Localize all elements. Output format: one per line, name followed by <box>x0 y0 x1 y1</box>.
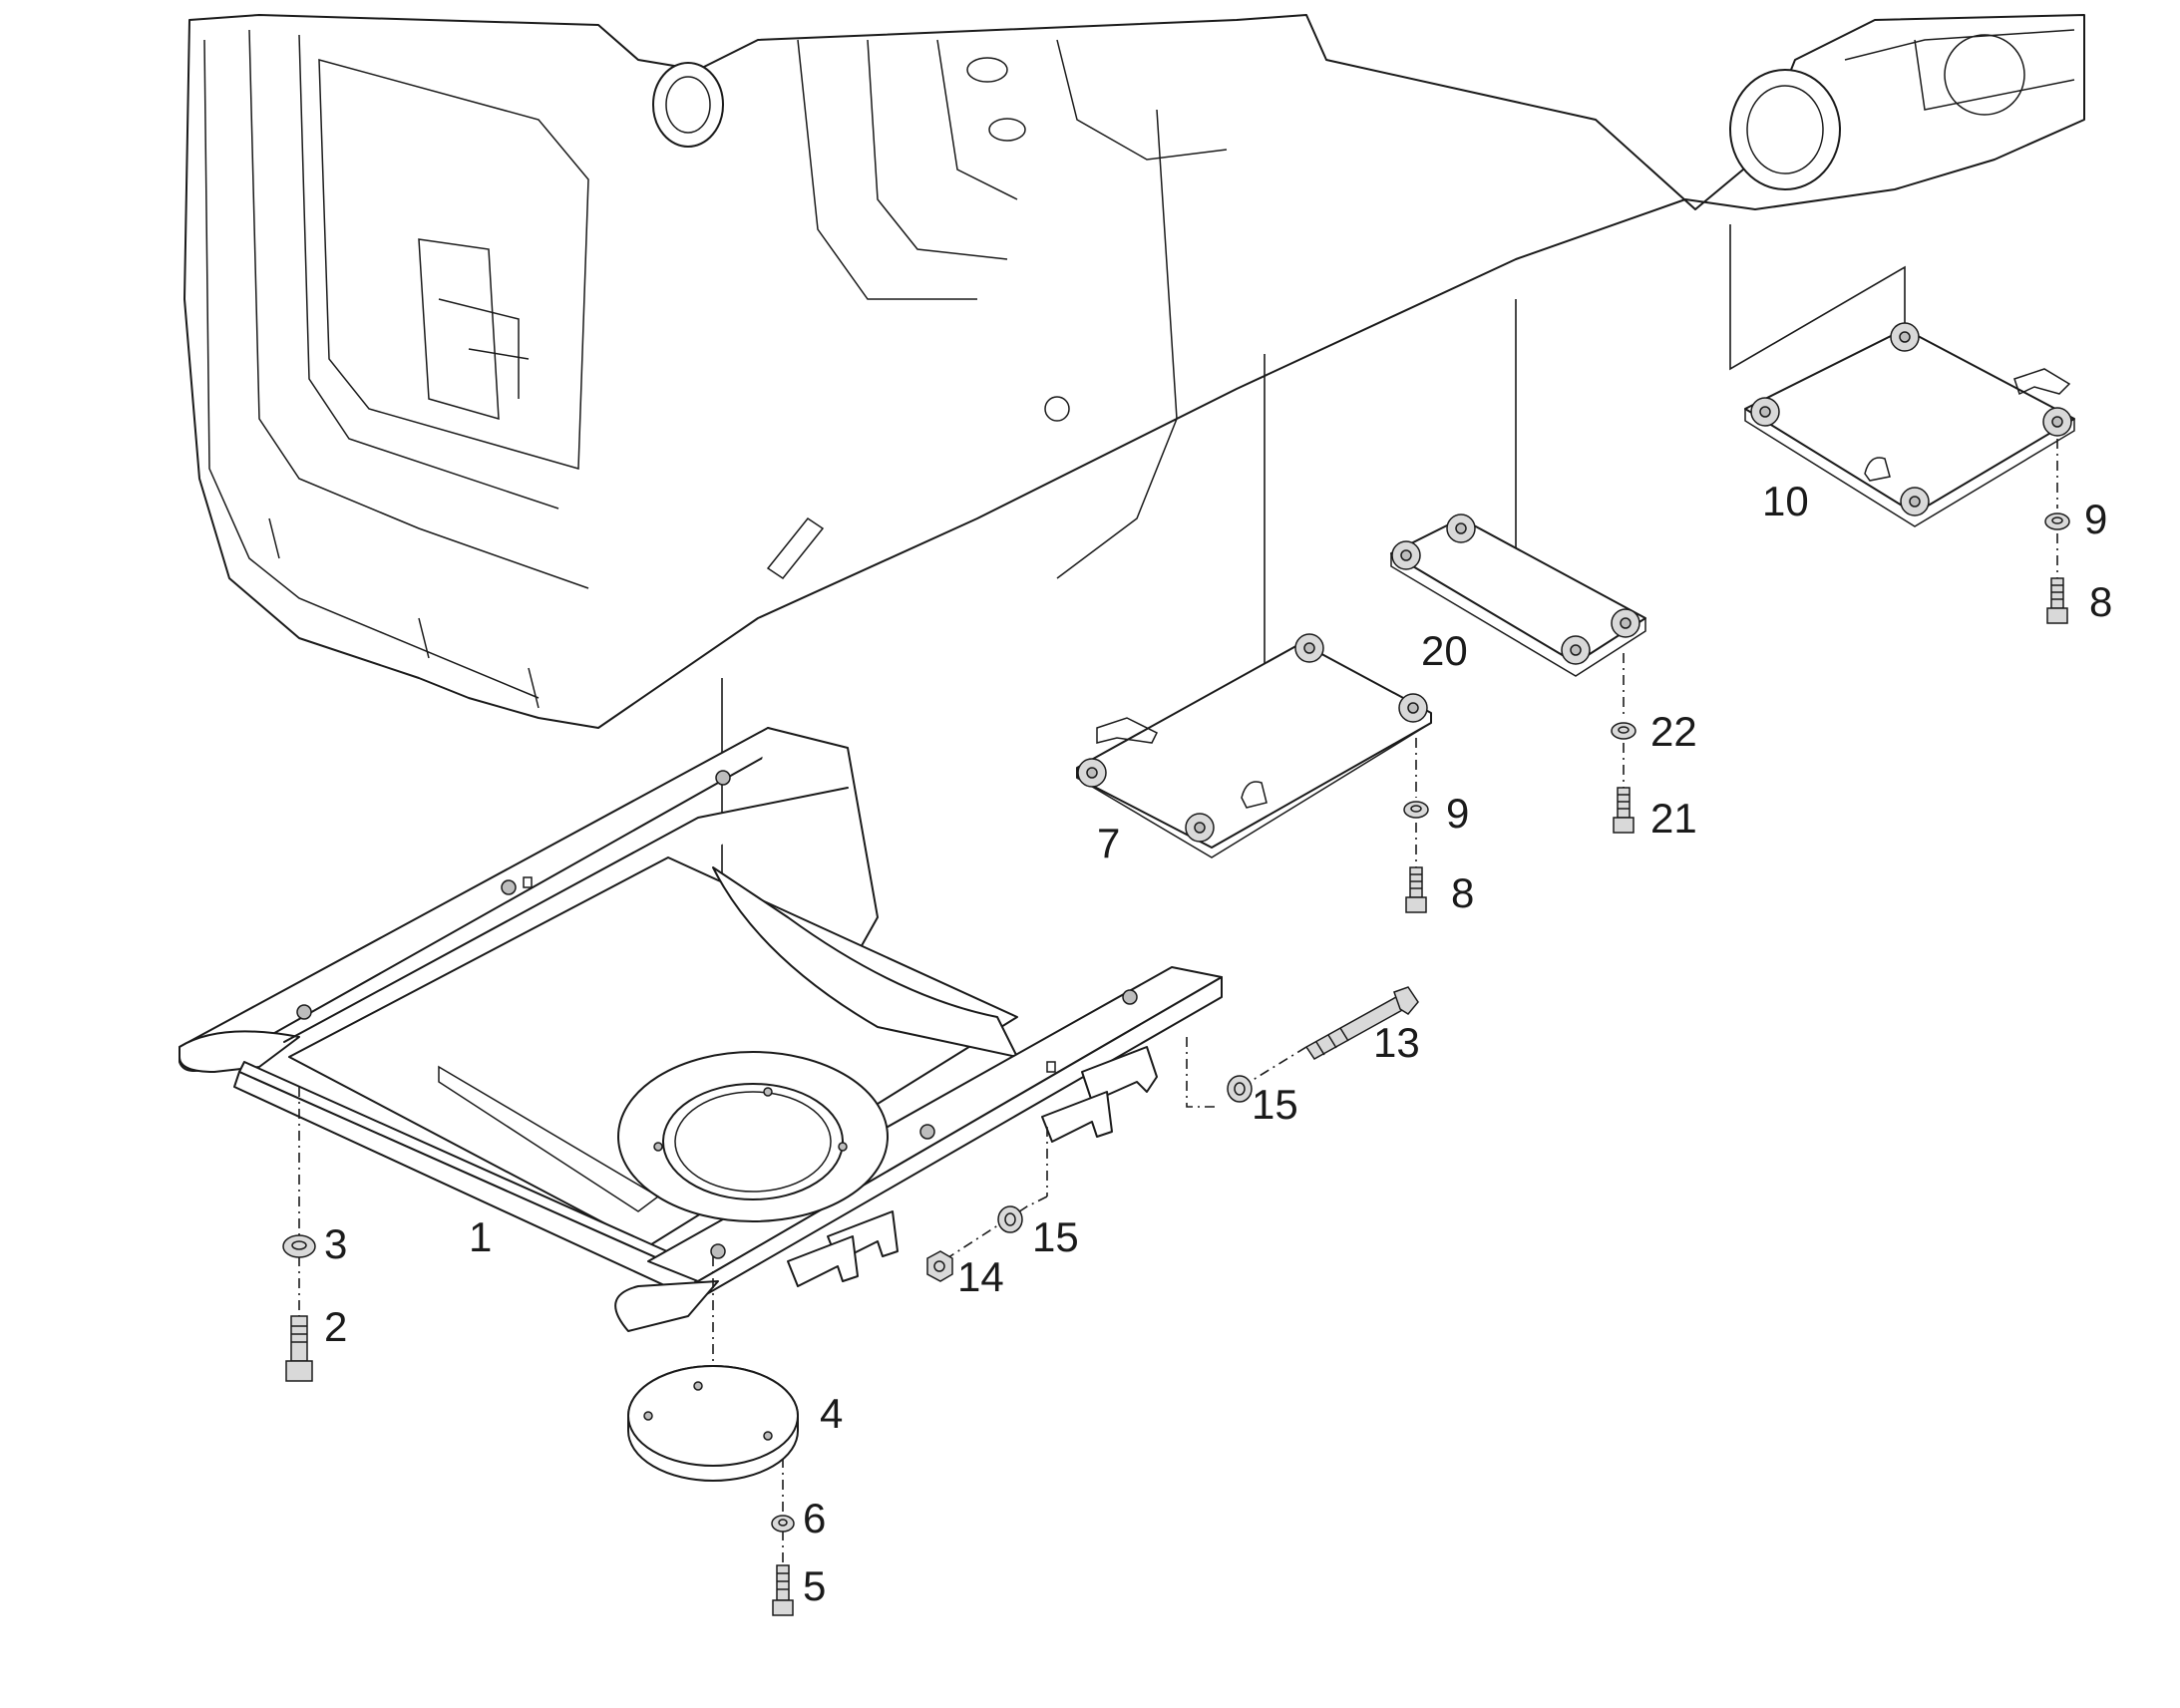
callout-5: 5 <box>803 1562 826 1609</box>
callout-15-upper: 15 <box>1252 1081 1298 1128</box>
part-4-round-cover <box>627 1365 799 1482</box>
callout-13: 13 <box>1373 1019 1420 1066</box>
part-10-plate <box>1744 322 2075 527</box>
callout-21: 21 <box>1650 795 1697 842</box>
fasteners <box>282 512 2070 1616</box>
callout-6: 6 <box>803 1495 826 1541</box>
callout-9-left: 9 <box>1446 790 1469 837</box>
callout-22: 22 <box>1650 708 1697 755</box>
callout-10: 10 <box>1762 478 1809 524</box>
part-1-subframe <box>179 727 1223 1332</box>
callout-14: 14 <box>957 1253 1004 1300</box>
callout-3: 3 <box>324 1220 347 1267</box>
callout-9-right: 9 <box>2084 496 2107 542</box>
machine-chassis <box>183 14 2085 729</box>
callout-1: 1 <box>469 1213 492 1260</box>
callout-4: 4 <box>820 1390 843 1437</box>
callout-15-lower: 15 <box>1032 1213 1079 1260</box>
part-20-plate <box>1390 513 1646 677</box>
callout-20: 20 <box>1421 627 1468 674</box>
callout-8-right: 8 <box>2089 578 2112 625</box>
callout-7: 7 <box>1097 820 1120 866</box>
callout-8-left: 8 <box>1451 869 1474 916</box>
callout-labels: 1 2 3 4 5 6 7 8 8 9 9 10 13 14 15 15 20 … <box>324 478 2112 1609</box>
callout-2: 2 <box>324 1303 347 1350</box>
part-7-cover-plate <box>1076 633 1432 858</box>
